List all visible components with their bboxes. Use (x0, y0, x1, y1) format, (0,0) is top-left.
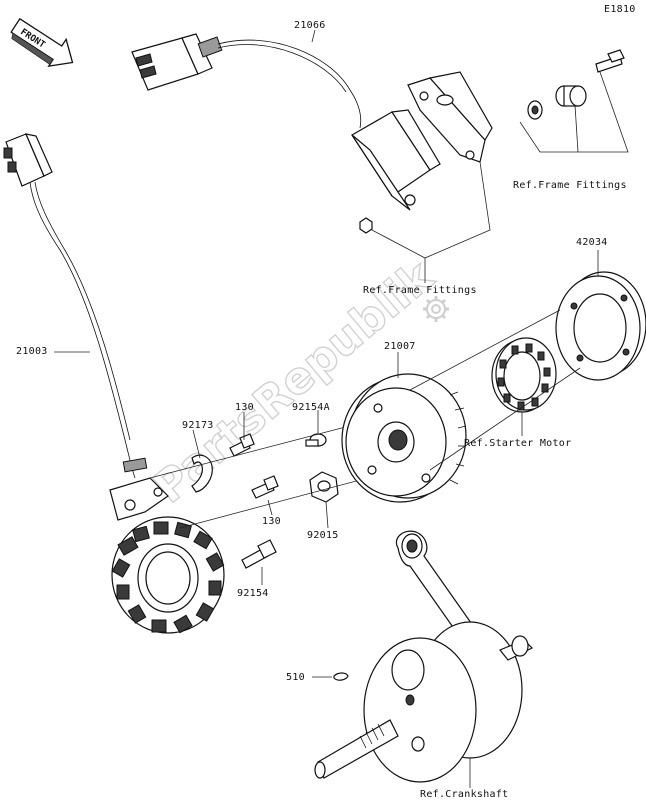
part-21003-stator[interactable] (3, 133, 225, 634)
leader-21066 (311, 29, 316, 43)
bolt-top-right[interactable] (595, 49, 625, 73)
label-130-bottom: 130 (262, 516, 281, 527)
part-42034-gear[interactable] (555, 271, 646, 381)
leader-92173 (192, 429, 201, 459)
diagram-code: E1810 (604, 4, 636, 15)
label-ref-frame-fittings-center: Ref.Frame Fittings (363, 285, 477, 296)
starter-clutch[interactable] (491, 337, 557, 413)
leader-frame-right-2 (574, 104, 579, 153)
leader-130-bottom (267, 499, 273, 516)
bushing-small[interactable] (527, 100, 543, 120)
label-21066: 21066 (294, 20, 326, 31)
part-130-bolt-top[interactable] (229, 433, 255, 457)
label-21003: 21003 (16, 346, 48, 357)
guide-flywheel-gear-2 (429, 367, 581, 471)
watermark-gear-icon (423, 296, 449, 322)
part-21007-flywheel[interactable] (341, 373, 467, 503)
part-92154A-bolt[interactable] (305, 433, 327, 447)
leader-92015 (325, 501, 329, 529)
label-510: 510 (286, 672, 305, 683)
part-510-key[interactable] (333, 672, 349, 681)
crankshaft[interactable] (314, 530, 534, 783)
leader-frame-center (371, 161, 491, 259)
front-arrow-icon: FRONT (10, 17, 74, 67)
leader-frame-right (519, 71, 629, 153)
label-92154: 92154 (237, 588, 269, 599)
label-21007: 21007 (384, 341, 416, 352)
label-130-top: 130 (235, 402, 254, 413)
label-92015: 92015 (307, 530, 339, 541)
guide-stator-flywheel-1 (149, 417, 381, 479)
guide-stator-flywheel-2 (179, 471, 391, 529)
label-ref-crankshaft: Ref.Crankshaft (420, 789, 509, 800)
nut-small[interactable] (359, 217, 373, 234)
label-ref-starter-motor: Ref.Starter Motor (464, 438, 571, 449)
label-92173: 92173 (182, 420, 214, 431)
label-92154A: 92154A (292, 402, 330, 413)
part-92173-clamp[interactable] (191, 454, 213, 493)
part-21066-regulator[interactable] (131, 33, 493, 211)
label-ref-frame-fittings-right: Ref.Frame Fittings (513, 180, 627, 191)
part-130-bolt-bottom[interactable] (251, 475, 279, 499)
collar-bushing[interactable] (555, 85, 587, 107)
label-42034: 42034 (576, 237, 608, 248)
part-92154-bolt[interactable] (241, 539, 277, 569)
guide-flywheel-gear-1 (409, 309, 561, 391)
